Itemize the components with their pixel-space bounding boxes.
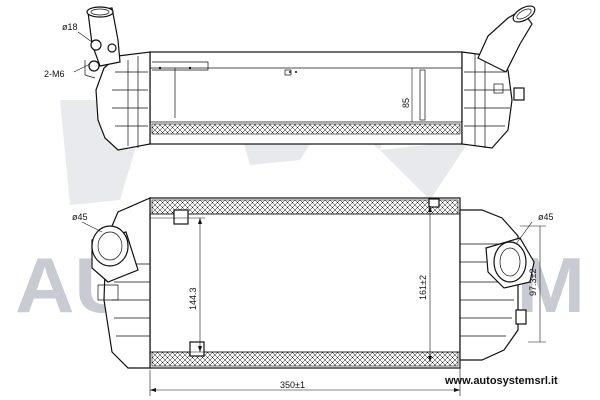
top-bracket xyxy=(152,61,209,71)
top-left-tank xyxy=(95,51,151,151)
top-fin-hatch xyxy=(151,123,461,135)
mount-hole xyxy=(90,39,102,51)
left-pipe-label: ø45 xyxy=(72,212,88,222)
front-core xyxy=(149,197,461,369)
inner-height-label: 144.3 xyxy=(188,287,198,310)
hole-leader xyxy=(77,31,93,43)
bolt-callout-label: 2-M6 xyxy=(44,69,65,79)
bolt-leader xyxy=(73,63,91,73)
left-pipe-leader xyxy=(81,221,103,233)
right-pipe-leader xyxy=(515,221,533,245)
right-pipe-label: ø45 xyxy=(538,212,554,222)
outlet-offset-label: 97.3±2 xyxy=(528,269,538,296)
right-pipe-opening xyxy=(493,241,527,283)
height-85-label: 85 xyxy=(401,98,411,108)
front-left-tank xyxy=(103,197,151,369)
top-view: ø18 2-M6 85 xyxy=(44,5,536,151)
overall-height-label: 161±2 xyxy=(418,275,428,300)
front-view: ø45 ø45 144.3 161±2 97.3±2 350±1 xyxy=(72,197,554,396)
website-url: www.autosystemsrl.it xyxy=(444,375,558,387)
left-pipe-opening xyxy=(91,225,129,267)
overall-width-label: 350±1 xyxy=(280,380,305,390)
front-fin-hatch-top xyxy=(151,199,459,215)
hole-diameter-label: ø18 xyxy=(62,22,78,32)
